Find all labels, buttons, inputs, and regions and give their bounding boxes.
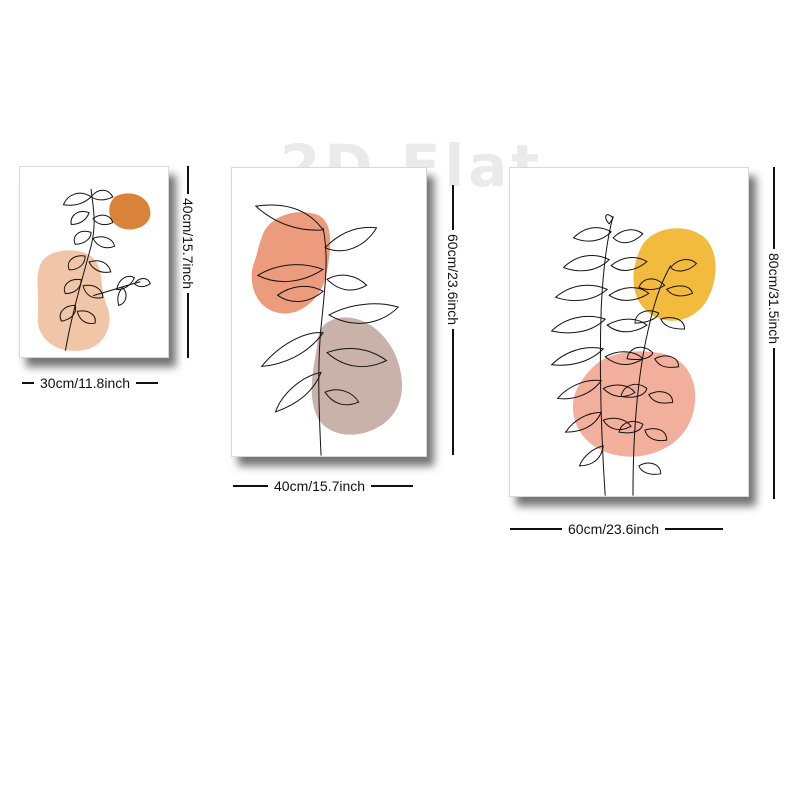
width-label-small: 30cm/11.8inch: [40, 375, 131, 391]
height-dimension-medium: 60cm/23.6inch: [443, 185, 463, 455]
width-label-medium: 40cm/15.7inch: [274, 478, 366, 494]
botanical-line-art-medium: [251, 204, 402, 456]
height-label-medium: 60cm/23.6inch: [445, 234, 461, 326]
height-dimension-small: 40cm/15.7inch: [178, 166, 198, 358]
poster-medium: [231, 167, 427, 457]
botanical-line-art-small: [37, 188, 151, 351]
width-dimension-large: 60cm/23.6inch: [510, 521, 724, 537]
width-label-large: 60cm/23.6inch: [568, 521, 660, 537]
poster-small: [19, 166, 169, 358]
width-dimension-medium: 40cm/15.7inch: [233, 478, 414, 494]
height-label-large: 80cm/31.5inch: [766, 253, 782, 345]
botanical-line-art-large: [550, 214, 716, 496]
height-dimension-large: 80cm/31.5inch: [764, 167, 784, 499]
width-dimension-small: 30cm/11.8inch: [22, 375, 159, 391]
height-label-small: 40cm/15.7inch: [180, 198, 196, 290]
poster-large: [509, 167, 749, 497]
